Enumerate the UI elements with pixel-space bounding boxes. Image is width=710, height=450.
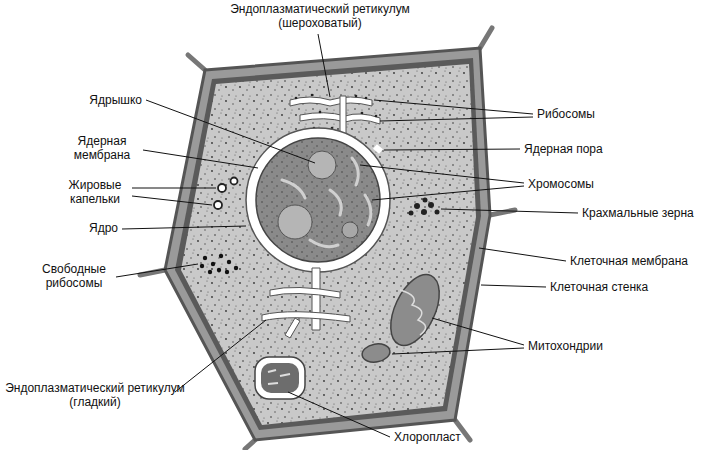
cell-wall: [165, 48, 490, 440]
chromosomes: [282, 158, 371, 247]
er-label: Эндоплазматический ретикулум (шероховаты…: [220, 2, 420, 30]
part-label: Крахмальные зерна: [582, 206, 694, 220]
nuclear-pore: [373, 144, 383, 154]
nucleus: [256, 138, 380, 262]
nucleolus: [308, 151, 336, 179]
part-label: Рибосомы: [537, 107, 595, 121]
mitochondria: [361, 267, 450, 364]
part-label: Ядерная мембрана: [62, 134, 142, 162]
part-label: Клеточная мембрана: [570, 254, 688, 268]
er-label: Эндоплазматический ретикулум (гладкий): [2, 381, 188, 409]
er-ribosomes: [295, 94, 378, 130]
nucleolus: [342, 222, 358, 238]
leader-lines: [116, 34, 578, 437]
chloroplast: [255, 357, 305, 399]
part-label: Хлоропласт: [394, 430, 461, 444]
nuclear-envelope: [246, 128, 390, 272]
nucleolus: [278, 205, 312, 239]
part-label: Хромосомы: [528, 177, 594, 191]
part-label: Ядерная пора: [524, 142, 603, 156]
starch-grains: [409, 198, 440, 216]
part-label: Митохондрии: [528, 339, 603, 353]
smooth-er: [262, 268, 350, 338]
part-label: Ядрышко: [86, 93, 142, 107]
cell-membrane: [175, 58, 481, 430]
wall-stubs: [140, 28, 515, 449]
part-label: Жировые капельки: [60, 178, 130, 206]
part-label: Клеточная стенка: [550, 280, 648, 294]
free-ribosomes: [200, 254, 238, 274]
fat-droplets: [214, 178, 238, 210]
part-label: Ядро: [84, 221, 118, 235]
part-label: Свободные рибосомы: [34, 262, 114, 290]
cytoplasm: [181, 64, 476, 425]
